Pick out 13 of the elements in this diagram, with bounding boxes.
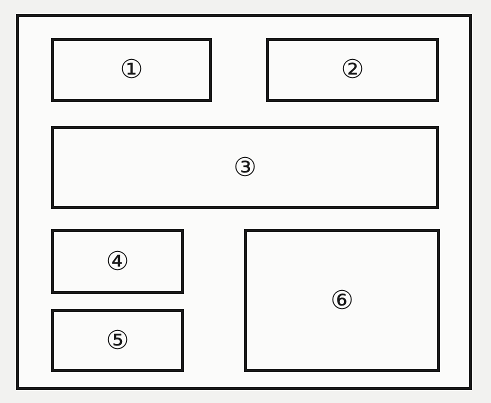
numbered-box (51, 38, 212, 102)
frame-box (16, 14, 472, 390)
numbered-box (51, 229, 184, 294)
circled-number: ② (340, 57, 364, 83)
numbered-box (51, 309, 184, 372)
circled-number: ① (120, 57, 144, 83)
circled-number: ④ (106, 248, 130, 274)
numbered-box (266, 38, 439, 102)
circled-number: ⑤ (106, 328, 130, 354)
numbered-box (51, 126, 439, 209)
circled-number: ⑥ (330, 288, 354, 314)
circled-number: ③ (233, 154, 257, 180)
numbered-box (244, 229, 440, 372)
